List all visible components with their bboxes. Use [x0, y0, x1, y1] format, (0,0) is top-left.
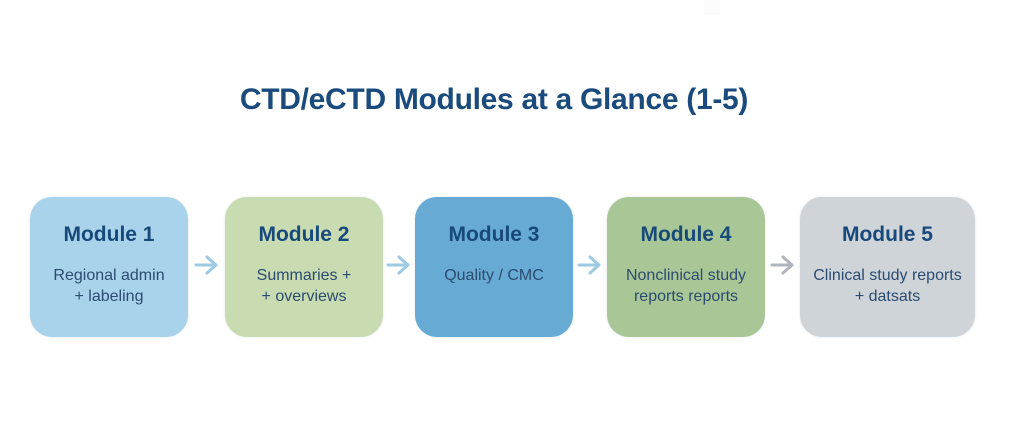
module-1-line-2: + labeling — [74, 288, 144, 305]
flow-arrow-1 — [193, 254, 221, 276]
right-arrow-icon — [386, 255, 410, 275]
module-4-line-2: reports reports — [633, 288, 739, 305]
page-title: CTD/eCTD Modules at a Glance (1-5) — [239, 83, 749, 116]
module-1-subtitle: Regional admin + labeling — [30, 265, 188, 307]
module-2-line-1: Summaries + — [256, 267, 352, 284]
module-5-title: Module 5 — [841, 223, 933, 246]
module-3-box: Module 3 Quality / CMC — [415, 197, 573, 337]
module-2-title: Module 2 — [258, 223, 350, 246]
module-3-line-1: Quality / CMC — [444, 267, 544, 284]
module-4-subtitle: Nonclinical study reports reports — [607, 265, 765, 307]
module-1-line-1: Regional admin — [53, 267, 165, 284]
right-arrow-icon — [194, 255, 218, 275]
module-1-title: Module 1 — [63, 223, 155, 246]
module-4-box: Module 4 Nonclinical study reports repor… — [607, 197, 765, 337]
module-2-box: Module 2 Summaries + + overviews — [225, 197, 383, 337]
module-5-line-2: + datsats — [854, 288, 921, 305]
module-5-subtitle: Clinical study reports + datsats — [800, 265, 975, 307]
flow-arrow-4 — [769, 254, 797, 276]
right-arrow-icon — [577, 255, 601, 275]
module-5-line-1: Clinical study reports — [813, 267, 962, 284]
module-3-title: Module 3 — [448, 223, 540, 246]
right-arrow-icon — [770, 255, 794, 275]
flow-arrow-2 — [385, 254, 413, 276]
module-4-title: Module 4 — [640, 223, 732, 246]
module-2-line-2: + overviews — [261, 288, 347, 305]
flow-arrow-3 — [576, 254, 604, 276]
module-3-subtitle: Quality / CMC — [415, 265, 573, 286]
module-1-box: Module 1 Regional admin + labeling — [30, 197, 188, 337]
faint-artifact-square — [704, 0, 720, 15]
module-4-line-1: Nonclinical study — [625, 267, 747, 284]
module-2-subtitle: Summaries + + overviews — [225, 265, 383, 307]
module-5-box: Module 5 Clinical study reports + datsat… — [800, 197, 975, 337]
